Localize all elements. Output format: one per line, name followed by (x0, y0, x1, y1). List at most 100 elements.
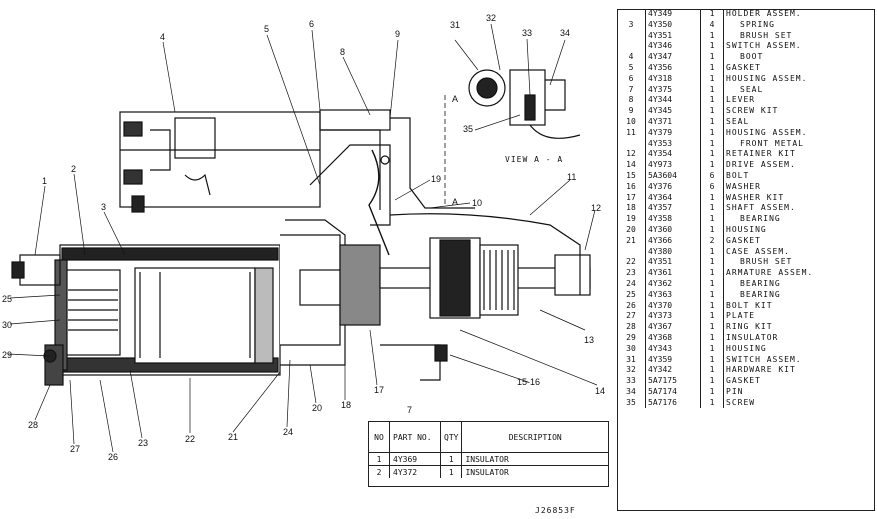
parts-row-ref: 10 (617, 116, 646, 128)
notes-row-description: INSULATOR (461, 465, 608, 478)
callout-22: 22 (185, 434, 195, 444)
parts-row-qty: 1 (700, 278, 724, 290)
parts-row-description: WASHER (726, 181, 761, 191)
parts-row-description: SEAL (726, 117, 750, 127)
parts-row-qty: 1 (700, 386, 724, 398)
callout-10: 10 (472, 198, 482, 208)
notes-header-part-no: PART NO. (389, 422, 441, 453)
parts-row-ref: 9 (617, 106, 646, 117)
notes-row-no: 1 (369, 452, 390, 466)
notes-row-part-no: 4Y372 (389, 465, 441, 478)
parts-row-part-no: 4Y376 (645, 181, 701, 193)
parts-row-part-no: 4Y379 (645, 127, 701, 139)
parts-row-ref: 11 (617, 127, 646, 139)
parts-row-ref: 23 (617, 268, 646, 279)
parts-row-part-no: 4Y318 (645, 73, 701, 85)
parts-row-qty: 1 (700, 30, 724, 42)
parts-row-part-no: 4Y367 (645, 322, 701, 333)
parts-row-ref: 15 (617, 170, 646, 182)
parts-row-description: BOOT (740, 52, 764, 62)
parts-row-ref: 21 (617, 235, 646, 247)
parts-row-description: CASE ASSEM. (726, 246, 790, 256)
parts-row-ref: 24 (617, 278, 646, 290)
parts-row-part-no: 4Y343 (645, 343, 701, 355)
callout-24: 24 (283, 427, 293, 437)
callout-30: 30 (2, 320, 12, 330)
callout-28: 28 (28, 420, 38, 430)
parts-row-description: GASKET (726, 235, 761, 245)
parts-row-description: HARDWARE KIT (726, 365, 796, 375)
callout-27: 27 (70, 444, 80, 454)
parts-row-qty: 1 (700, 376, 724, 387)
parts-row-description: PLATE (726, 311, 756, 321)
view-label: VIEW A - A (505, 155, 563, 164)
parts-row-part-no: 4Y368 (645, 332, 701, 344)
parts-row-description: RING KIT (726, 322, 773, 332)
parts-row-qty: 1 (700, 397, 724, 409)
callout-7: 7 (407, 405, 412, 415)
callout-20: 20 (312, 403, 322, 413)
parts-row-description: GASKET (726, 63, 761, 73)
parts-row-part-no: 4Y362 (645, 278, 701, 290)
parts-row-part-no: 4Y353 (645, 138, 701, 150)
parts-row-description: BRUSH SET (740, 257, 793, 267)
parts-row-ref: 17 (617, 192, 646, 204)
callout-26: 26 (108, 452, 118, 462)
parts-row-part-no: 4Y357 (645, 203, 701, 215)
parts-row-part-no: 5A7174 (645, 386, 701, 398)
parts-row-description: BOLT (726, 171, 750, 180)
parts-row-part-no: 4Y364 (645, 192, 701, 204)
callout-32: 32 (486, 13, 496, 23)
parts-row-qty: 1 (700, 246, 724, 258)
parts-row-part-no: 4Y380 (645, 246, 701, 258)
parts-row-part-no: 4Y375 (645, 84, 701, 96)
parts-row-qty: 1 (700, 116, 724, 128)
notes-row-part-no: 4Y369 (389, 452, 441, 466)
parts-row-qty: 1 (700, 343, 724, 355)
callout-17: 17 (374, 385, 384, 395)
parts-row-part-no: 4Y373 (645, 311, 701, 323)
parts-row-description: GASKET (726, 376, 761, 386)
parts-row-description: ARMATURE ASSEM. (726, 268, 814, 278)
parts-row-qty: 1 (700, 192, 724, 204)
parts-row-qty: 1 (700, 138, 724, 150)
parts-row-ref: 19 (617, 214, 646, 225)
notes-header-qty: QTY (440, 422, 463, 453)
parts-row-description: HOUSING (726, 343, 767, 353)
parts-row-qty: 1 (700, 160, 724, 171)
notes-header-no: NO (369, 422, 390, 453)
parts-row-qty: 1 (700, 62, 724, 74)
callout-25: 25 (2, 294, 12, 304)
parts-row-qty: 1 (700, 354, 724, 366)
parts-row-qty: 1 (700, 322, 724, 333)
parts-row-qty: 2 (700, 235, 724, 247)
callout-34: 34 (560, 28, 570, 38)
parts-row-qty: 1 (700, 311, 724, 323)
callout-18: 18 (341, 400, 351, 410)
parts-row-ref: 22 (617, 257, 646, 269)
parts-row-part-no: 4Y349 (645, 9, 701, 20)
view-a-a-detail (444, 23, 581, 205)
parts-row-description: SPRING (740, 19, 775, 29)
callout-31: 31 (450, 20, 460, 30)
notes-row-qty: 1 (440, 452, 463, 466)
solenoid-switch (119, 109, 475, 213)
parts-row-part-no: 5A3604 (645, 170, 701, 182)
parts-row-ref: 3 (617, 19, 646, 31)
parts-row-description: HOUSING (726, 224, 767, 234)
parts-row-part-no: 4Y973 (645, 160, 701, 171)
parts-row-qty: 1 (700, 127, 724, 139)
